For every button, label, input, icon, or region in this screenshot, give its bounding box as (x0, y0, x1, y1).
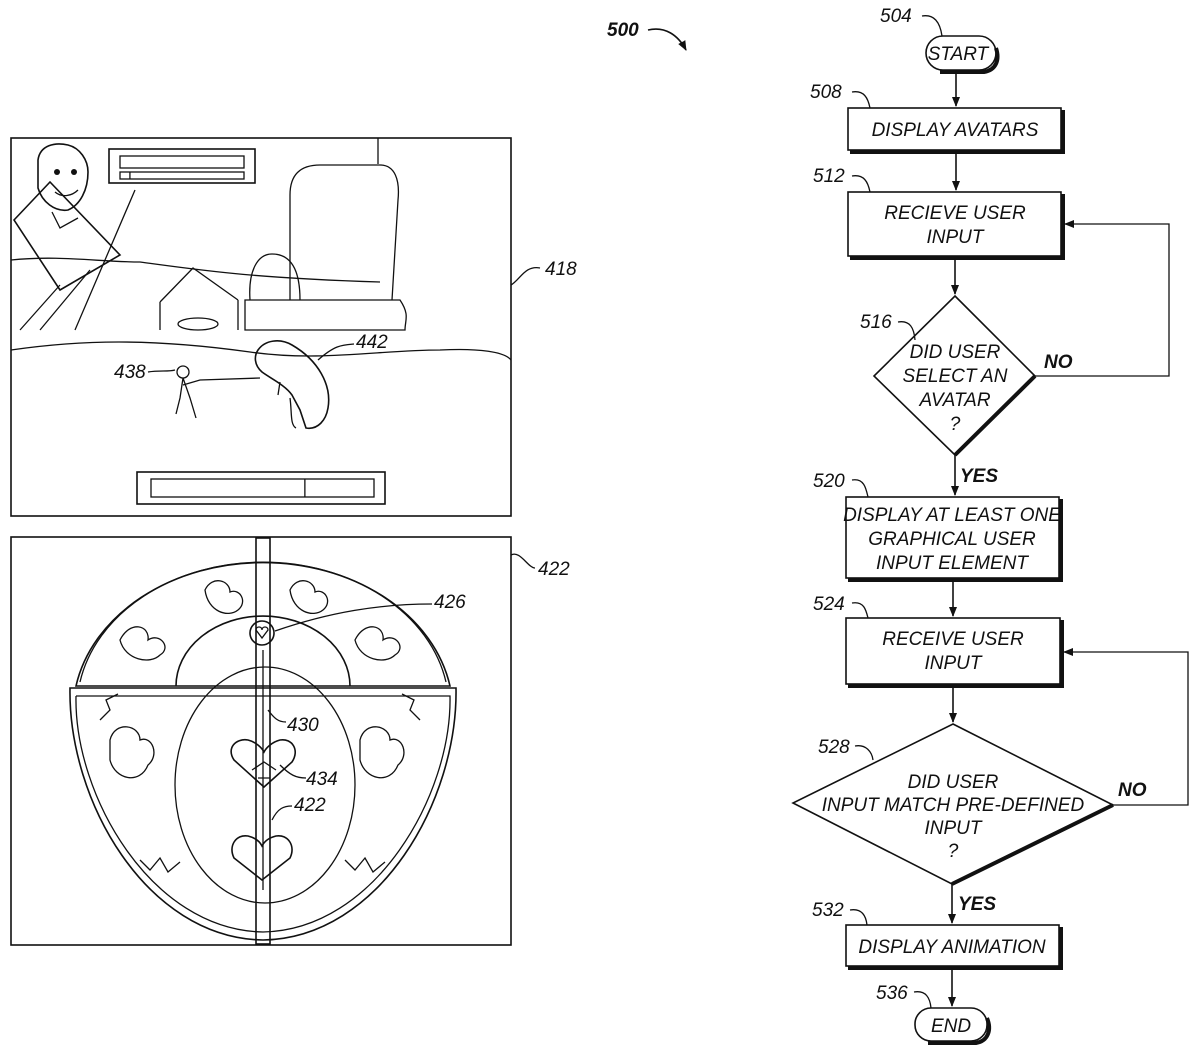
step-512-line-2: INPUT (927, 227, 985, 248)
ref-536: 536 (876, 983, 908, 1004)
input-screen-panel: 422 426 430 434 422 (11, 537, 570, 945)
stone-slab (245, 300, 406, 330)
well (178, 318, 218, 330)
figure-arrow-icon (648, 29, 686, 50)
ref-426: 426 (434, 592, 466, 613)
leader-508 (852, 92, 870, 108)
step-524-line-2: INPUT (925, 653, 983, 674)
ref-430: 430 (287, 715, 319, 736)
game-screen-frame (11, 138, 511, 516)
step-520-line-3: INPUT ELEMENT (876, 553, 1029, 574)
leader-438 (148, 370, 175, 372)
gate-arch (160, 268, 238, 330)
leader-422b (272, 806, 292, 820)
decision-516-select-avatar: DID USER SELECT AN AVATAR ? 516 NO YES (860, 296, 1073, 487)
ref-532: 532 (812, 900, 844, 921)
decision-516-no: NO (1044, 352, 1073, 373)
decision-528-line-3: INPUT (925, 818, 983, 839)
leader-418 (511, 268, 540, 285)
leader-520 (852, 480, 868, 497)
ref-524: 524 (813, 594, 845, 615)
ref-422-lower: 422 (294, 795, 326, 816)
decision-516-line-3: AVATAR (918, 390, 990, 411)
step-508-display-avatars: DISPLAY AVATARS 508 (810, 82, 1063, 152)
ref-418: 418 (545, 259, 577, 280)
game-screen-panel: 418 438 442 (11, 138, 577, 516)
decorative-foliage (100, 581, 420, 872)
ground-line (11, 342, 511, 360)
ref-528: 528 (818, 737, 850, 758)
decision-528-input-match: DID USER INPUT MATCH PRE-DEFINED INPUT ?… (793, 724, 1147, 915)
top-status-panel (109, 149, 255, 183)
portrait-diamond-frame (14, 182, 120, 290)
ref-512: 512 (813, 166, 845, 187)
leader-532 (850, 910, 867, 925)
step-532-display-animation: DISPLAY ANIMATION 532 (812, 900, 1061, 968)
decision-528-yes: YES (958, 894, 996, 915)
player-avatar (176, 366, 260, 418)
end-label: END (931, 1016, 971, 1037)
step-520-display-input-element: DISPLAY AT LEAST ONE GRAPHICAL USER INPU… (813, 471, 1061, 580)
step-532-label: DISPLAY ANIMATION (858, 937, 1046, 958)
bottom-health-bar (151, 479, 374, 497)
step-524-line-1: RECEIVE USER (882, 629, 1024, 650)
heart-icon (256, 627, 268, 638)
ref-516: 516 (860, 312, 892, 333)
top-health-bar (120, 172, 244, 179)
step-512-recieve-user-input: RECIEVE USER INPUT 512 (813, 166, 1063, 258)
decision-528-line-2: INPUT MATCH PRE-DEFINED (822, 795, 1085, 816)
decision-516-line-1: DID USER (910, 342, 1001, 363)
start-label: START (928, 44, 990, 65)
figure-number: 500 (607, 20, 639, 41)
decision-516-yes: YES (960, 466, 998, 487)
figure-reference: 500 (607, 20, 686, 50)
ref-438: 438 (114, 362, 146, 383)
ref-520: 520 (813, 471, 845, 492)
tombstone-large (290, 165, 398, 300)
ref-434: 434 (306, 769, 338, 790)
leader-512 (852, 176, 870, 192)
decision-516-line-2: SELECT AN (903, 366, 1008, 387)
step-508-label: DISPLAY AVATARS (872, 120, 1039, 141)
ref-442: 442 (356, 332, 388, 353)
decision-528-no: NO (1118, 780, 1147, 801)
leader-524 (852, 603, 868, 618)
leader-504 (922, 16, 942, 36)
flowchart: START 504 DISPLAY AVATARS 508 RECIEVE US… (793, 6, 1188, 1043)
decision-516-line-4: ? (950, 414, 961, 435)
decision-528-line-1: DID USER (908, 772, 999, 793)
start-terminal: START 504 (880, 6, 998, 72)
ref-508: 508 (810, 82, 842, 103)
step-520-line-1: DISPLAY AT LEAST ONE (843, 505, 1061, 526)
decision-528-line-4: ? (948, 841, 959, 862)
leader-528 (855, 746, 873, 760)
leader-422 (511, 554, 535, 568)
leader-536 (914, 992, 931, 1008)
end-terminal: END 536 (876, 983, 989, 1043)
ref-504: 504 (880, 6, 912, 27)
step-520-line-2: GRAPHICAL USER (868, 529, 1036, 550)
step-524-receive-user-input: RECEIVE USER INPUT 524 (813, 594, 1062, 686)
leader-434 (280, 765, 306, 778)
leader-442 (318, 344, 354, 360)
lower-heart-422[interactable] (232, 836, 292, 880)
ref-422: 422 (538, 559, 570, 580)
step-512-line-1: RECIEVE USER (884, 203, 1026, 224)
bottom-status-panel (137, 472, 385, 504)
